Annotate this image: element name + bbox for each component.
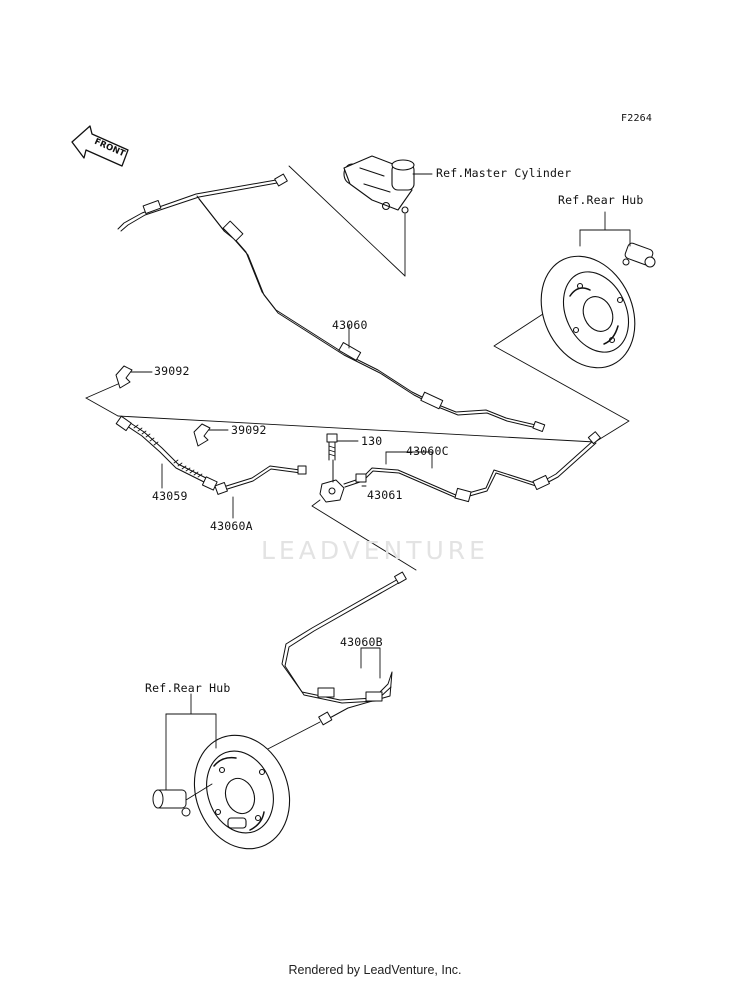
bolt-130 xyxy=(326,433,338,461)
watermark: LEADVENTURE xyxy=(261,536,489,565)
master-cylinder xyxy=(343,155,415,214)
joint-43061 xyxy=(319,459,345,503)
callout-leaders xyxy=(129,324,433,679)
rear-hub-right-leader xyxy=(579,211,631,247)
rear-hub-right xyxy=(540,255,636,369)
brake-line-43060A xyxy=(214,465,307,495)
callout-39092-b: 39092 xyxy=(231,423,267,437)
callout-master-cylinder: Ref.Master Cylinder xyxy=(436,166,572,180)
callout-43061: 43061 xyxy=(367,488,403,502)
rear-hub-left xyxy=(193,734,291,850)
clip-39092-b xyxy=(193,423,211,447)
wheel-cylinder-left xyxy=(152,789,191,817)
callout-43059: 43059 xyxy=(152,489,188,503)
master-cylinder-leader xyxy=(288,165,433,277)
callout-43060C: 43060C xyxy=(406,444,449,458)
callout-43060B: 43060B xyxy=(340,635,383,649)
callout-43060: 43060 xyxy=(332,318,368,332)
joint-leader xyxy=(261,499,417,753)
rear-hub-left-leader xyxy=(165,693,217,801)
brake-line-43060B xyxy=(281,571,407,726)
brake-hose-43059 xyxy=(115,415,218,491)
clip-39092-a xyxy=(115,365,133,389)
reference-lines xyxy=(85,311,630,443)
callout-rear-hub-left: Ref.Rear Hub xyxy=(145,681,231,695)
footer-credit: Rendered by LeadVenture, Inc. xyxy=(288,963,462,977)
callout-43060A: 43060A xyxy=(210,519,253,533)
brake-line-43060 xyxy=(117,173,546,432)
callout-130: 130 xyxy=(361,434,383,448)
front-arrow-icon: FRONT xyxy=(71,125,129,167)
callout-39092-a: 39092 xyxy=(154,364,190,378)
callout-rear-hub-right: Ref.Rear Hub xyxy=(558,193,644,207)
brake-line-43060C xyxy=(343,431,601,503)
wheel-cylinder-right xyxy=(622,242,656,268)
figure-code: F2264 xyxy=(621,113,653,124)
